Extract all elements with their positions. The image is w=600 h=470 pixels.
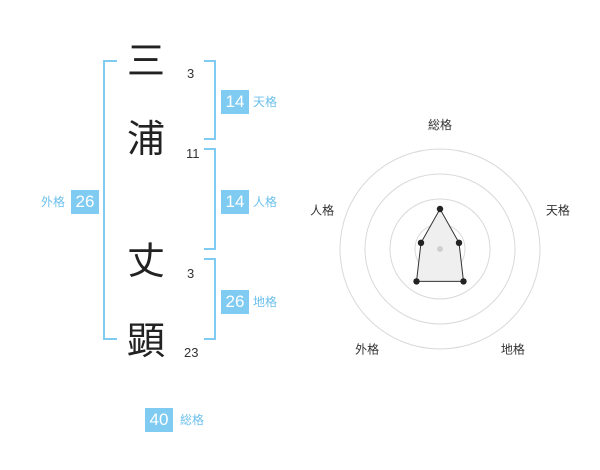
chikaku-value: 26 — [221, 290, 249, 314]
radar-ring-2 — [389, 198, 491, 300]
tenkaku-bracket — [204, 60, 216, 140]
stroke-count-4: 23 — [184, 345, 199, 360]
radar-ring-4 — [339, 148, 541, 350]
radar-axis-label-5: 人格 — [310, 203, 334, 218]
radar-axis-label-4: 外格 — [355, 341, 379, 356]
stroke-count-3: 3 — [187, 266, 195, 281]
name-char-1: 三 — [126, 39, 165, 83]
chikaku-label: 地格 — [253, 295, 278, 309]
gaikaku-value: 26 — [71, 190, 99, 214]
radar-center-dot — [437, 246, 443, 252]
chikaku-bracket — [204, 258, 216, 340]
soukaku-label: 総格 — [180, 413, 205, 427]
tenkaku-value: 14 — [221, 90, 249, 114]
radar-ring-3 — [364, 173, 516, 325]
jinkaku-value: 14 — [221, 190, 249, 214]
radar-axis-label-3: 地格 — [501, 341, 525, 356]
radar-point-3 — [460, 278, 467, 285]
radar-point-2 — [455, 239, 463, 246]
stroke-count-2: 11 — [186, 146, 200, 161]
outer-bracket — [103, 60, 117, 340]
stroke-count-1: 3 — [187, 66, 195, 81]
jinkaku-label: 人格 — [253, 195, 278, 209]
radar-point-4 — [413, 278, 420, 285]
soukaku-value: 40 — [145, 408, 173, 432]
name-char-4: 顕 — [126, 319, 165, 363]
tenkaku-label: 天格 — [253, 95, 278, 109]
radar-point-1 — [436, 205, 444, 213]
radar-data-area — [415, 207, 465, 282]
name-char-3: 丈 — [126, 239, 165, 283]
gaikaku-label: 外格 — [41, 195, 66, 209]
name-char-2: 浦 — [126, 117, 165, 161]
radar-point-5 — [417, 239, 425, 246]
radar-axis-label-1: 総格 — [428, 117, 452, 132]
jinkaku-bracket — [204, 148, 216, 250]
radar-axis-label-2: 天格 — [546, 203, 570, 218]
